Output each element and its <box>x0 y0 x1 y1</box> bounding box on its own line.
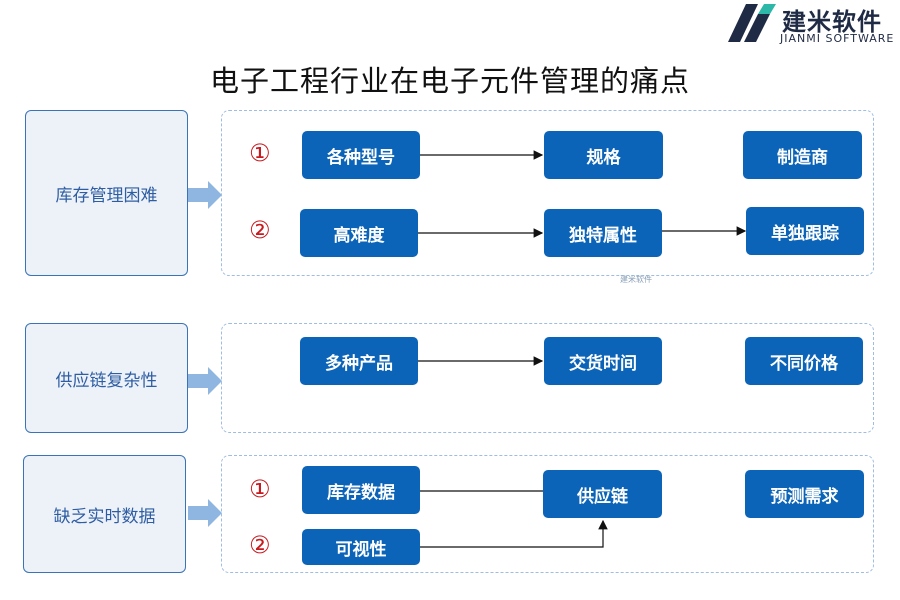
panel-lack-realtime-data <box>221 455 874 573</box>
marker-one: ① <box>249 475 271 503</box>
section2-block-arrow-icon <box>188 367 222 395</box>
section3-block-arrow-icon <box>188 499 222 527</box>
marker-one: ① <box>249 139 271 167</box>
panel-inventory-difficulty <box>221 110 874 276</box>
logo-name: 建米软件 <box>782 8 882 36</box>
page-title: 电子工程行业在电子元件管理的痛点 <box>209 64 690 98</box>
category-inventory-difficulty: 库存管理困难 <box>25 110 188 276</box>
box-supply-chain: 供应链 <box>543 470 662 518</box>
box-unique-attributes: 独特属性 <box>544 209 662 257</box>
watermark-logo: 建米软件 <box>620 275 652 284</box>
box-manufacturer: 制造商 <box>743 131 862 179</box>
marker-two: ② <box>249 531 271 559</box>
box-demand-forecast: 预测需求 <box>745 470 864 518</box>
box-specifications: 规格 <box>544 131 663 179</box>
box-delivery-time: 交货时间 <box>544 337 662 385</box>
jianmi-logo-icon <box>728 4 776 42</box>
box-visibility: 可视性 <box>302 529 420 565</box>
panel-supply-chain-complexity <box>221 323 874 433</box>
category-supply-chain-complexity: 供应链复杂性 <box>25 323 188 433</box>
section1-block-arrow-icon <box>188 181 222 209</box>
category-lack-realtime-data: 缺乏实时数据 <box>23 455 186 573</box>
box-individual-tracking: 单独跟踪 <box>746 207 864 255</box>
box-high-difficulty: 高难度 <box>300 209 418 257</box>
box-multiple-products: 多种产品 <box>300 337 418 385</box>
box-various-models: 各种型号 <box>302 131 420 179</box>
box-inventory-data: 库存数据 <box>302 466 420 514</box>
arrow-visibility-to-supplychain <box>420 519 608 548</box>
box-different-prices: 不同价格 <box>745 337 863 385</box>
logo-subtitle: JIANMI SOFTWARE <box>780 32 895 45</box>
marker-two: ② <box>249 216 271 244</box>
